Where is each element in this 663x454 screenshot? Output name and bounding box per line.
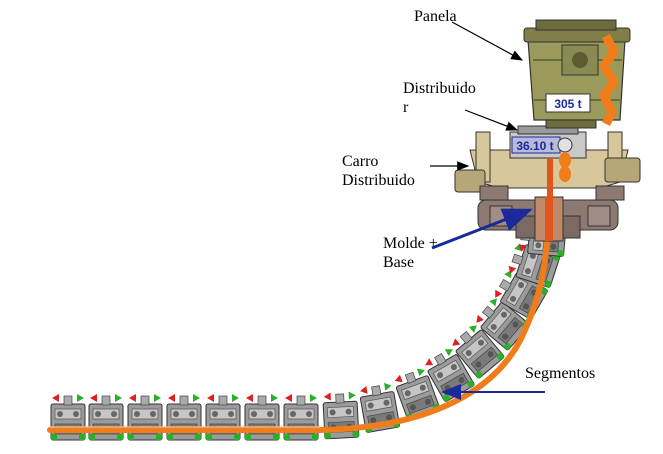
segment [244, 393, 280, 441]
label-distribuidor-line2: r [403, 99, 409, 116]
segment [127, 393, 163, 441]
steel-strand [47, 202, 551, 433]
segment [88, 393, 124, 441]
label-molde-base: Molde + Base [383, 234, 438, 272]
label-carro-distribuidor: Carro Distribuido [342, 152, 415, 190]
strand-segments [50, 218, 567, 441]
mold-base [477, 196, 619, 242]
distribuidor-pointer [464, 109, 519, 131]
label-distribuidor: Distribuido r [403, 79, 476, 117]
label-carro-line1: Carro [342, 153, 379, 170]
tundish-weight-readout: 36.10 t [516, 139, 553, 153]
label-distribuidor-line1: Distribuido [403, 80, 476, 97]
segment [166, 393, 202, 441]
label-segmentos: Segmentos [525, 365, 596, 382]
ladle-weight-readout: 305 t [554, 97, 581, 111]
panela-pointer [451, 21, 524, 61]
segment [205, 393, 241, 441]
segment [50, 393, 86, 441]
molde-pointer [431, 208, 533, 250]
segment [283, 393, 319, 441]
tundish [509, 125, 587, 198]
label-carro-line2: Distribuido [342, 172, 415, 189]
ladle [523, 19, 631, 129]
label-panela: Panela [414, 8, 457, 25]
label-molde-line2: Base [383, 254, 415, 271]
label-molde-line1: Molde + [383, 235, 438, 252]
